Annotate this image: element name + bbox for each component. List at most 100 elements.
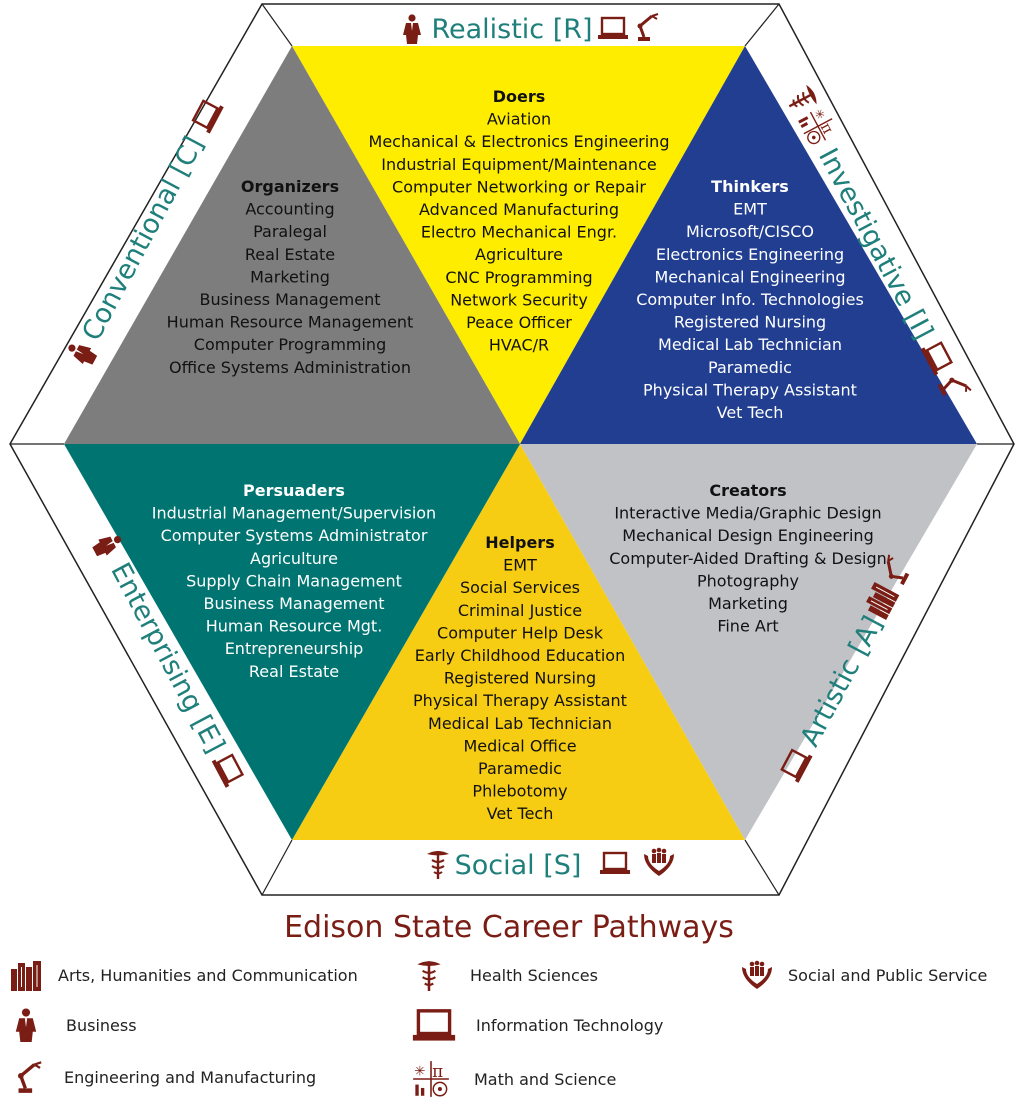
creators-item: Photography: [697, 571, 799, 590]
creators-item: Computer-Aided Drafting & Design: [609, 549, 887, 568]
helpers-item: Early Childhood Education: [415, 646, 625, 665]
thinkers-item: Microsoft/CISCO: [686, 222, 814, 241]
legend-label-social: Social and Public Service: [788, 965, 988, 985]
thinkers-item: Mechanical Engineering: [654, 267, 845, 286]
doers-item: Peace Officer: [466, 313, 572, 332]
legend-label-engineering: Engineering and Manufacturing: [64, 1067, 317, 1087]
persuaders-item: Real Estate: [249, 662, 339, 681]
creators-item: Mechanical Design Engineering: [622, 526, 873, 545]
legend-title: Edison State Career Pathways: [284, 910, 734, 945]
doers-item: Computer Networking or Repair: [392, 177, 646, 196]
doers-item: Advanced Manufacturing: [419, 200, 619, 219]
legend-label-health: Health Sciences: [470, 965, 598, 985]
creators-item: Fine Art: [717, 617, 778, 636]
legend-item-health: Health Sciences: [416, 958, 598, 992]
doers-triangle: [292, 46, 745, 444]
organizers-item: Marketing: [250, 267, 330, 286]
thinkers-item: Vet Tech: [717, 403, 784, 422]
helpers-item: Paramedic: [478, 759, 562, 778]
helpers-item: Medical Lab Technician: [428, 714, 612, 733]
thinkers-item: Physical Therapy Assistant: [643, 380, 857, 399]
doers-item: CNC Programming: [445, 268, 592, 287]
thinkers-item: Electronics Engineering: [656, 245, 844, 264]
persuaders-item: Business Management: [203, 594, 384, 613]
thinkers-item: EMT: [733, 200, 767, 219]
persuaders-item: Computer Systems Administrator: [161, 526, 428, 545]
helpers-item: Criminal Justice: [458, 601, 582, 620]
thinkers-item: Computer Info. Technologies: [636, 290, 864, 309]
legend-item-business: Business: [14, 1008, 137, 1042]
legend-item-math: Math and Science: [412, 1060, 616, 1098]
books-icon: [10, 958, 44, 992]
thinkers-title: Thinkers: [711, 177, 789, 196]
organizers-item: Office Systems Administration: [169, 358, 411, 377]
organizers-item: Paralegal: [253, 222, 327, 241]
helpers-item: Social Services: [460, 578, 580, 597]
helpers-item: Computer Help Desk: [437, 623, 604, 642]
persuaders-item: Agriculture: [250, 549, 338, 568]
organizers-triangle: [64, 46, 520, 444]
caduceus-icon: [416, 958, 442, 992]
thinkers-item: Paramedic: [708, 358, 792, 377]
creators-title: Creators: [709, 481, 786, 500]
legend-label-it: Information Technology: [476, 1015, 664, 1035]
doers-item: Industrial Equipment/Maintenance: [381, 155, 656, 174]
persuaders-title: Persuaders: [243, 481, 345, 500]
doers-item: Agriculture: [475, 245, 563, 264]
doers-title: Doers: [493, 87, 546, 106]
doers-item: Electro Mechanical Engr.: [421, 223, 617, 242]
doers-item: Mechanical & Electronics Engineering: [369, 132, 670, 151]
edge-label-realistic: Realistic [R]: [431, 14, 592, 45]
helpers-item: Registered Nursing: [444, 669, 596, 688]
organizers-title: Organizers: [241, 177, 339, 196]
legend-item-arts: Arts, Humanities and Communication: [10, 958, 358, 992]
organizers-item: Accounting: [245, 200, 334, 219]
robot-arm-icon: [14, 1060, 48, 1094]
edge-label-social: Social [S]: [455, 850, 582, 881]
persuaders-item: Human Resource Mgt.: [206, 617, 383, 636]
doers-item: Aviation: [487, 110, 551, 129]
persuaders-item: Industrial Management/Supervision: [152, 504, 436, 523]
organizers-item: Business Management: [199, 290, 380, 309]
organizers-item: Computer Programming: [194, 335, 386, 354]
laptop-icon: [412, 1008, 456, 1042]
legend-label-business: Business: [66, 1015, 137, 1035]
helpers-item: Phlebotomy: [472, 782, 567, 801]
persuaders-item: Supply Chain Management: [186, 571, 402, 590]
thinkers-triangle: [520, 46, 977, 444]
hexagon-spokes: [10, 3, 1014, 896]
creators-item: Interactive Media/Graphic Design: [614, 504, 881, 523]
edge-social: Social [S]: [426, 847, 674, 881]
helping-hands-icon: [740, 958, 774, 992]
thinkers-item: Medical Lab Technician: [658, 335, 842, 354]
helpers-item: Medical Office: [463, 736, 576, 755]
organizers-item: Real Estate: [245, 245, 335, 264]
helpers-item: Physical Therapy Assistant: [413, 691, 627, 710]
organizers-item: Human Resource Management: [167, 313, 414, 332]
legend-item-engineering: Engineering and Manufacturing: [14, 1060, 316, 1094]
creators-triangle: [520, 444, 977, 840]
helpers-triangle: [292, 444, 745, 840]
math-science-icon: [412, 1060, 450, 1098]
doers-item: Network Security: [450, 290, 588, 309]
legend-label-math: Math and Science: [474, 1069, 617, 1089]
edge-realistic: Realistic [R]: [403, 12, 660, 45]
riasec-hexagon-diagram: ✳ π Realistic [R] Social [S]: [9, 3, 1015, 896]
legend-item-social: Social and Public Service: [740, 958, 987, 992]
helpers-title: Helpers: [485, 533, 554, 552]
persuaders-triangle: [64, 444, 520, 840]
persuaders-item: Entrepreneurship: [225, 639, 364, 658]
thinkers-item: Registered Nursing: [674, 313, 826, 332]
doers-item: HVAC/R: [489, 336, 549, 355]
creators-item: Marketing: [708, 594, 788, 613]
helpers-item: EMT: [503, 556, 537, 575]
businessman-icon: [14, 1008, 38, 1042]
legend-label-arts: Arts, Humanities and Communication: [58, 965, 358, 985]
helpers-item: Vet Tech: [487, 804, 554, 823]
